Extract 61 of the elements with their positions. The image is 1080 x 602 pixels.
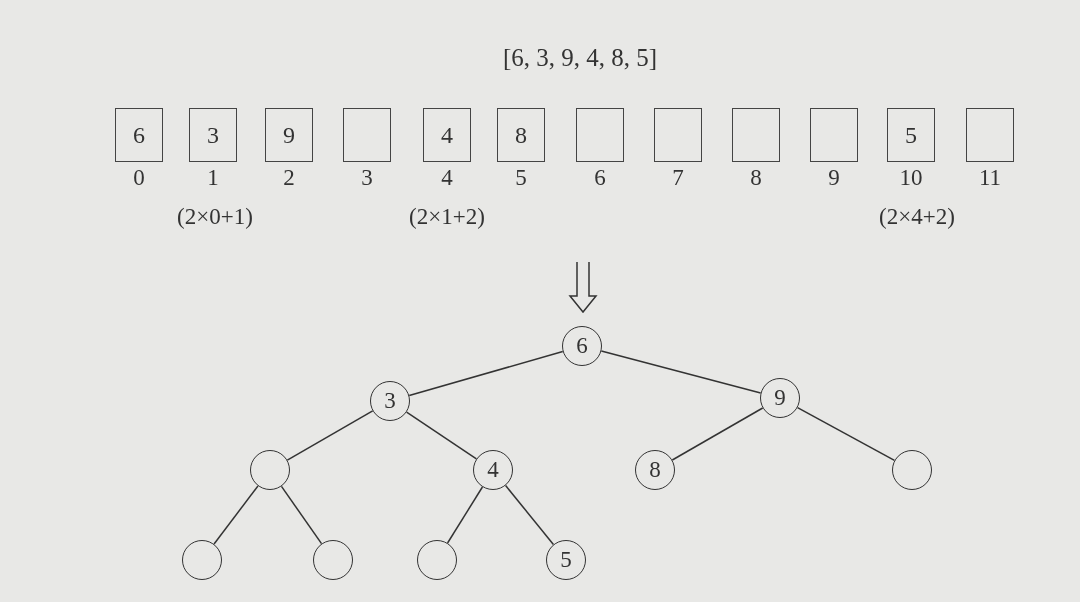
- tree-node-circle: [635, 450, 675, 490]
- array-cell: [343, 108, 391, 162]
- node-value: 5: [560, 547, 572, 573]
- index-number: 1: [207, 165, 219, 190]
- tree-edge: [213, 485, 259, 545]
- array-title: [6, 3, 9, 4, 8, 5]: [502, 44, 658, 71]
- index-number: 9: [828, 165, 840, 190]
- array-cell: [576, 108, 624, 162]
- array-cell: [810, 108, 858, 162]
- tree-node-circle: [417, 540, 457, 580]
- index-number: 4: [441, 165, 453, 190]
- tree-edge: [796, 406, 896, 462]
- tree-node-circle: [546, 540, 586, 580]
- tree-node-circle: [562, 326, 602, 366]
- index-number: 3: [361, 165, 373, 190]
- cell-value: 3: [207, 121, 219, 149]
- tree-node-circle: [313, 540, 353, 580]
- tree-node-circle: [760, 378, 800, 418]
- index-formula: (2×1+2): [409, 204, 485, 229]
- node-value: 9: [774, 385, 786, 411]
- index-number: 2: [283, 165, 295, 190]
- array-cell: [115, 108, 163, 162]
- array-cell: [189, 108, 237, 162]
- tree-node-circle: [370, 381, 410, 421]
- index-number: 7: [672, 165, 684, 190]
- tree-node-circle: [892, 450, 932, 490]
- node-value: 6: [576, 333, 588, 359]
- index-number: 5: [515, 165, 527, 190]
- cell-value: 8: [515, 121, 527, 149]
- cell-value: 4: [441, 121, 453, 149]
- index-number: 10: [899, 165, 923, 190]
- index-formula: (2×0+1): [177, 204, 253, 229]
- array-cell: [732, 108, 780, 162]
- array-cell: [966, 108, 1014, 162]
- tree-edge: [504, 484, 555, 546]
- node-value: 4: [487, 457, 499, 483]
- index-number: 11: [978, 165, 1002, 190]
- tree-edge: [408, 350, 564, 397]
- cell-value: 9: [283, 121, 295, 149]
- node-value: 8: [649, 457, 661, 483]
- array-cell: [423, 108, 471, 162]
- node-value: 3: [384, 388, 396, 414]
- array-cell: [654, 108, 702, 162]
- tree-edge: [405, 411, 478, 460]
- cell-value: 6: [133, 121, 145, 149]
- tree-edge: [600, 350, 762, 394]
- cell-value: 5: [905, 121, 917, 149]
- tree-node-circle: [182, 540, 222, 580]
- tree-node-circle: [473, 450, 513, 490]
- tree-edge: [671, 407, 764, 461]
- array-cell: [497, 108, 545, 162]
- index-formula: (2×4+2): [879, 204, 955, 229]
- index-number: 8: [750, 165, 762, 190]
- array-cell: [887, 108, 935, 162]
- index-number: 0: [133, 165, 145, 190]
- tree-edge: [446, 486, 484, 544]
- tree-edge: [280, 485, 323, 545]
- index-number: 6: [594, 165, 606, 190]
- tree-edge: [286, 410, 374, 461]
- tree-node-circle: [250, 450, 290, 490]
- array-cell: [265, 108, 313, 162]
